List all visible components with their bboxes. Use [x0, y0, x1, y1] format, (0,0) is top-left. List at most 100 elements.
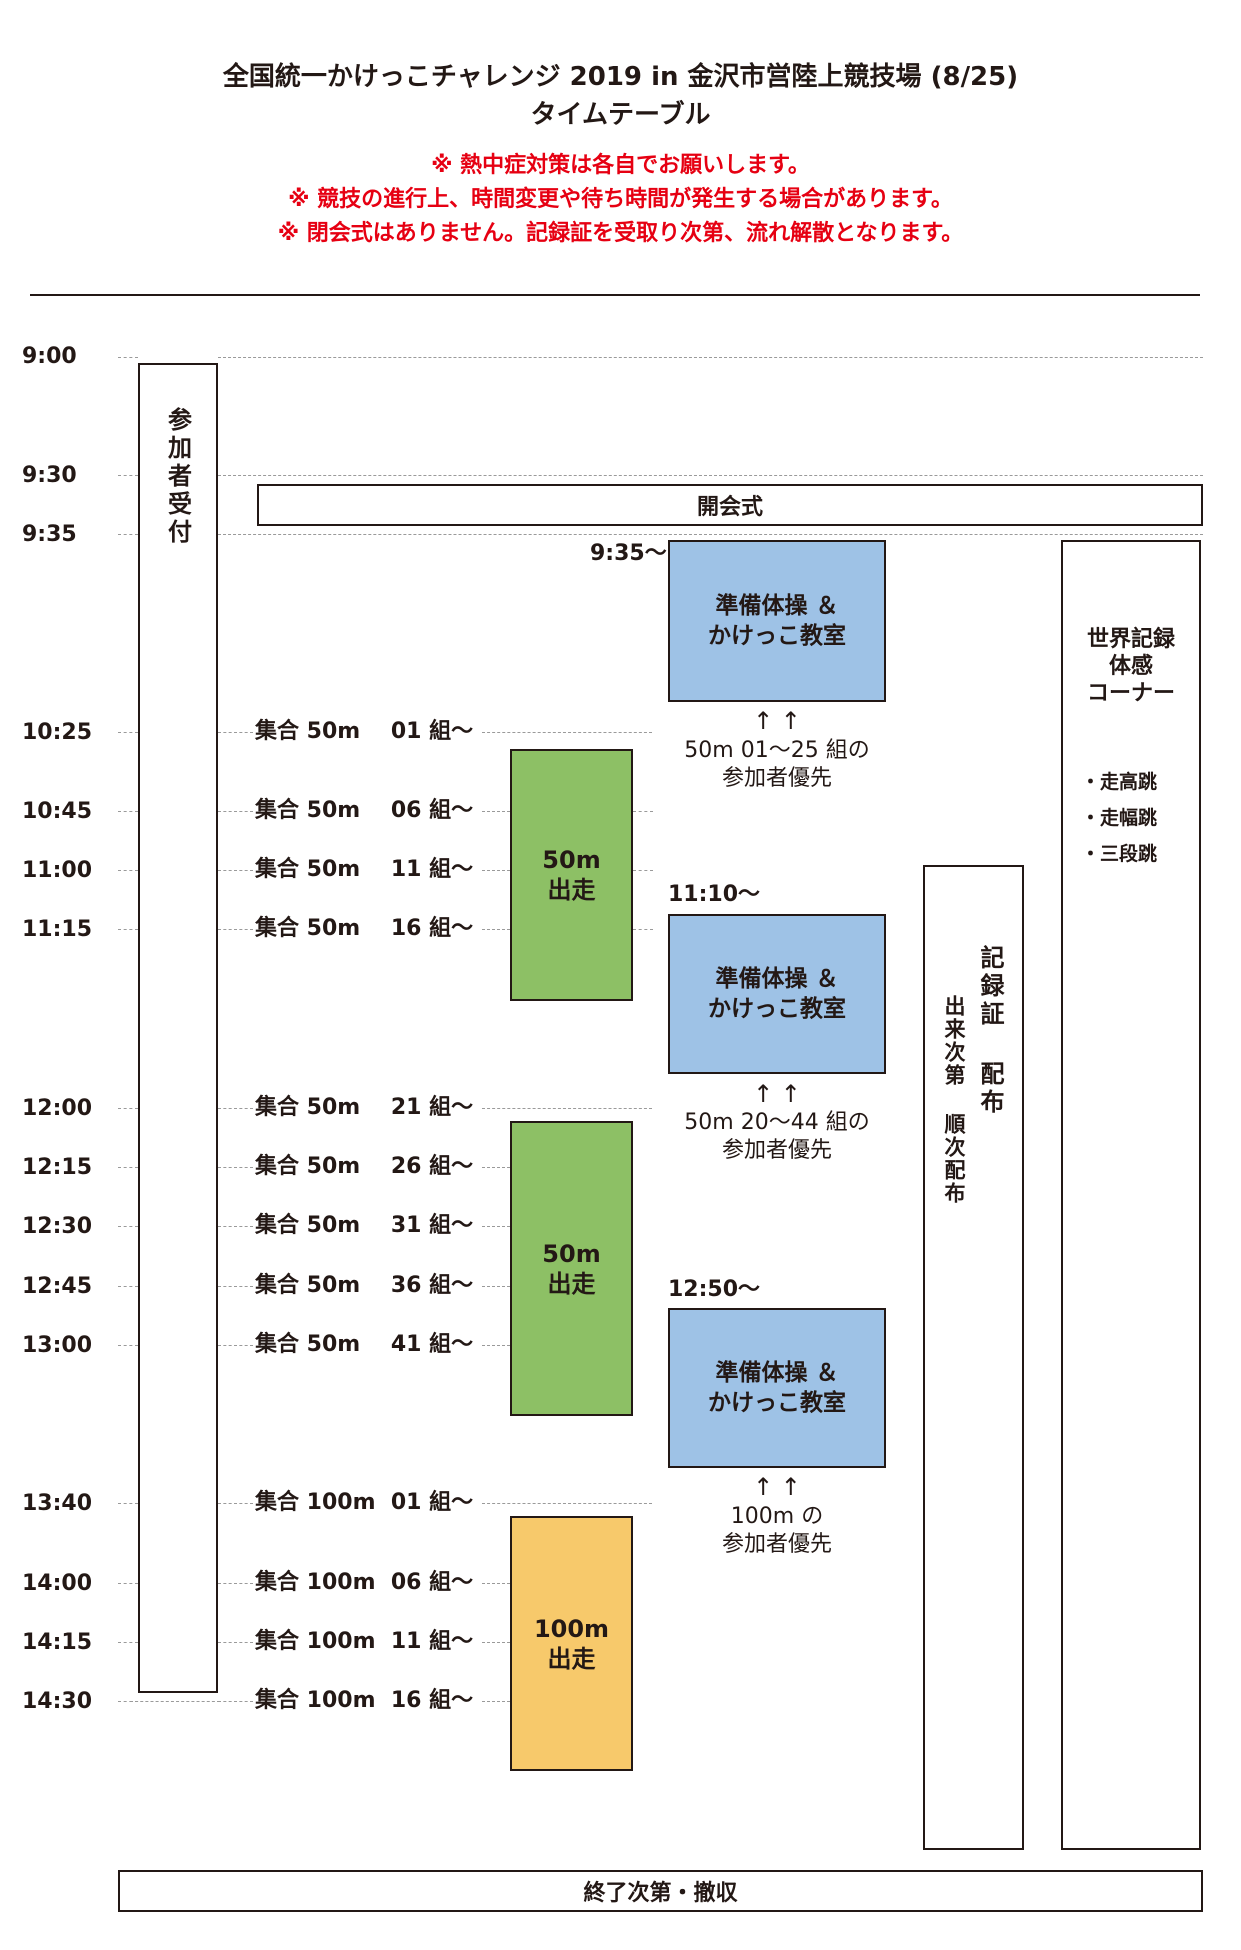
time-label: 9:00 — [22, 344, 77, 369]
guide-line — [118, 534, 138, 535]
note-schedule-change: ※ 競技の進行上、時間変更や待ち時間が発生する場合があります。 — [288, 187, 953, 212]
assembly-row: 集合 50m 41 組〜 — [255, 1332, 474, 1357]
time-label: 11:15 — [22, 917, 93, 942]
note-heatstroke: ※ 熱中症対策は各自でお願いします。 — [431, 153, 810, 178]
time-label: 13:00 — [22, 1333, 93, 1358]
guide-line-14-30 — [130, 1701, 220, 1702]
warmup-subtitle: かけっこ教室 — [708, 623, 846, 649]
certificate-box: 記録証 配布 出来次第 順次配布 — [923, 865, 1024, 1850]
run-distance: 50m — [542, 1239, 601, 1268]
guide-line — [218, 1286, 253, 1287]
guide-line — [118, 732, 138, 733]
run-100m-box: 100m 出走 — [510, 1516, 633, 1771]
closing-bar: 終了次第・撤収 — [118, 1870, 1203, 1912]
guide-line — [118, 1167, 138, 1168]
guide-line — [218, 811, 253, 812]
guide-line — [218, 732, 253, 733]
time-label: 10:25 — [22, 720, 93, 745]
warmup-subtitle: かけっこ教室 — [708, 1390, 846, 1416]
warmup-box: 準備体操 ＆ かけっこ教室 — [668, 1308, 886, 1468]
run-50m-box: 50m 出走 — [510, 749, 633, 1001]
guide-line — [118, 1701, 138, 1702]
guide-line-9-30 — [218, 475, 1203, 476]
guide-line — [118, 475, 138, 476]
guide-line — [218, 1583, 253, 1584]
guide-line — [218, 1108, 253, 1109]
warmup-title: 準備体操 ＆ — [715, 1360, 839, 1386]
guide-line — [118, 1642, 138, 1643]
guide-line — [633, 929, 653, 930]
run-distance: 100m — [533, 1614, 610, 1643]
guide-line — [118, 1583, 138, 1584]
guide-line-9-00 — [218, 357, 1203, 358]
guide-line-9-35 — [218, 534, 1203, 535]
run-label: 出走 — [547, 876, 596, 904]
guide-line — [218, 870, 253, 871]
event-item: ・走高跳 — [1081, 771, 1158, 793]
assembly-row: 集合 50m 21 組〜 — [255, 1095, 474, 1120]
guide-line — [118, 811, 138, 812]
guide-line — [118, 1345, 138, 1346]
guide-line — [218, 1642, 253, 1643]
guide-line — [118, 870, 138, 871]
reception-label: 参加者受付 — [163, 407, 192, 547]
time-label: 12:30 — [22, 1214, 93, 1239]
arrow-icon: ↑ ↑ — [753, 1473, 801, 1501]
opening-ceremony-bar: 開会式 — [257, 484, 1203, 526]
warmup-start-time: 9:35〜 — [590, 541, 667, 566]
time-label: 14:15 — [22, 1630, 93, 1655]
world-record-title: 世界記録 — [1086, 627, 1175, 652]
guide-line — [482, 732, 652, 733]
event-item: ・走幅跳 — [1081, 807, 1158, 829]
guide-line — [118, 1226, 138, 1227]
guide-line — [482, 1583, 510, 1584]
priority-note: 参加者優先 — [721, 766, 832, 791]
guide-line — [218, 929, 253, 930]
guide-line — [482, 1286, 510, 1287]
assembly-row: 集合 50m 01 組〜 — [255, 719, 474, 744]
guide-line — [118, 1503, 138, 1504]
guide-line — [482, 929, 510, 930]
guide-line — [218, 1226, 253, 1227]
guide-line — [218, 1701, 253, 1702]
warmup-title: 準備体操 ＆ — [715, 966, 839, 992]
assembly-row: 集合 100m 11 組〜 — [255, 1629, 474, 1654]
assembly-row: 集合 50m 16 組〜 — [255, 916, 474, 941]
assembly-row: 集合 100m 16 組〜 — [255, 1688, 474, 1713]
priority-note: 50m 20〜44 組の — [684, 1110, 870, 1135]
world-record-box: 世界記録 体感 コーナー ・走高跳 ・走幅跳 ・三段跳 — [1061, 540, 1201, 1850]
warmup-start-time: 12:50〜 — [668, 1277, 761, 1302]
time-label: 14:00 — [22, 1571, 93, 1596]
guide-line — [118, 357, 138, 358]
assembly-row: 集合 50m 26 組〜 — [255, 1154, 474, 1179]
guide-line — [633, 870, 653, 871]
event-item: ・三段跳 — [1081, 843, 1158, 865]
warmup-subtitle: かけっこ教室 — [708, 996, 846, 1022]
priority-note: 参加者優先 — [721, 1138, 832, 1163]
warmup-box: 準備体操 ＆ かけっこ教室 — [668, 540, 886, 702]
run-label: 出走 — [547, 1269, 596, 1298]
guide-line — [633, 811, 653, 812]
guide-line — [118, 929, 138, 930]
reception-box: 参加者受付 — [138, 363, 218, 1693]
guide-line — [482, 1642, 510, 1643]
opening-ceremony-label: 開会式 — [696, 495, 763, 520]
guide-line — [482, 811, 510, 812]
page-subtitle: タイムテーブル — [530, 100, 711, 130]
time-label: 9:35 — [22, 522, 77, 547]
guide-line — [482, 1108, 652, 1109]
guide-line — [482, 1226, 510, 1227]
priority-note: 100m の — [730, 1504, 824, 1529]
time-label: 10:45 — [22, 799, 93, 824]
closing-label: 終了次第・撤収 — [583, 1881, 738, 1906]
assembly-row: 集合 50m 36 組〜 — [255, 1273, 474, 1298]
arrow-icon: ↑ ↑ — [753, 1080, 801, 1108]
note-no-closing: ※ 閉会式はありません。記録証を受取り次第、流れ解散となります。 — [277, 221, 964, 246]
guide-line — [118, 1108, 138, 1109]
certificate-title: 記録証 配布 — [976, 945, 1004, 1117]
time-label: 9:30 — [22, 463, 77, 488]
assembly-row: 集合 50m 31 組〜 — [255, 1213, 474, 1238]
priority-note: 参加者優先 — [721, 1532, 832, 1557]
assembly-row: 集合 100m 06 組〜 — [255, 1570, 474, 1595]
guide-line — [482, 1345, 510, 1346]
